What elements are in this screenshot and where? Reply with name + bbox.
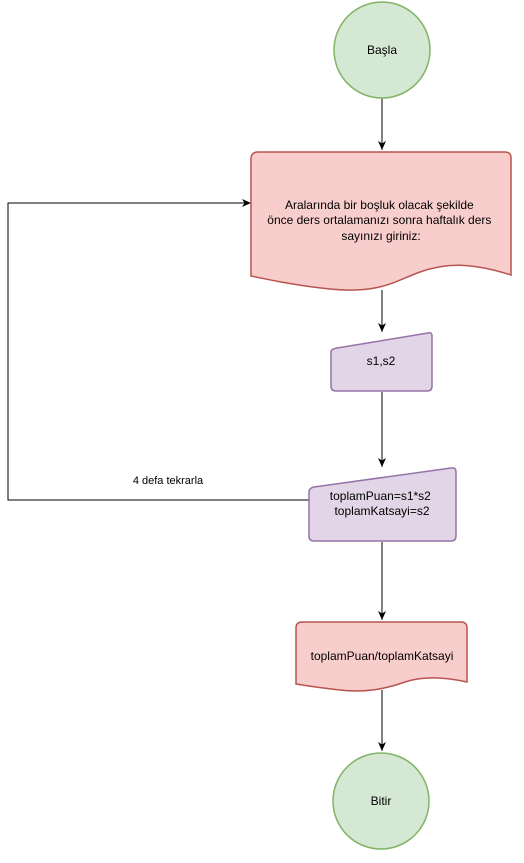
prompt-text: Aralarında bir boşluk olacak şekilde önc…	[267, 198, 494, 243]
end-label: Bitir	[371, 794, 392, 808]
input-node[interactable]: s1,s2	[330, 332, 433, 392]
prompt-line-3: sayınızı giriniz:	[341, 229, 420, 243]
assign-line-1: toplamPuan=s1*s2	[330, 489, 431, 503]
prompt-line-2: önce ders ortalamanızı sonra haftalık de…	[267, 213, 491, 227]
end-terminal-shape	[332, 752, 430, 850]
prompt-output-node[interactable]: Aralarında bir boşluk olacak şekilde önc…	[250, 151, 512, 291]
start-terminal-shape	[333, 1, 431, 99]
result-output-node[interactable]: toplamPuan/toplamKatsayi	[295, 621, 468, 692]
result-document-shape	[295, 621, 468, 692]
edges: 4 defa tekrarla	[7, 96, 386, 751]
assign-line-2: toplamKatsayi=s2	[334, 504, 429, 518]
assign-node[interactable]: toplamPuan=s1*s2 toplamKatsayi=s2	[308, 467, 457, 542]
start-label: Başla	[367, 43, 397, 57]
assign-text: toplamPuan=s1*s2 toplamKatsayi=s2	[330, 489, 434, 518]
assign-manual-shape	[308, 467, 457, 542]
start-node[interactable]: Başla	[333, 1, 431, 99]
input-label: s1,s2	[367, 354, 396, 368]
loop-label: 4 defa tekrarla	[133, 475, 204, 487]
input-manual-shape	[330, 332, 433, 392]
result-label: toplamPuan/toplamKatsayi	[311, 649, 454, 663]
prompt-line-1: Aralarında bir boşluk olacak şekilde	[285, 198, 474, 212]
end-node[interactable]: Bitir	[332, 752, 430, 850]
edge-loop-back	[7, 199, 310, 501]
prompt-document-shape	[250, 151, 512, 291]
